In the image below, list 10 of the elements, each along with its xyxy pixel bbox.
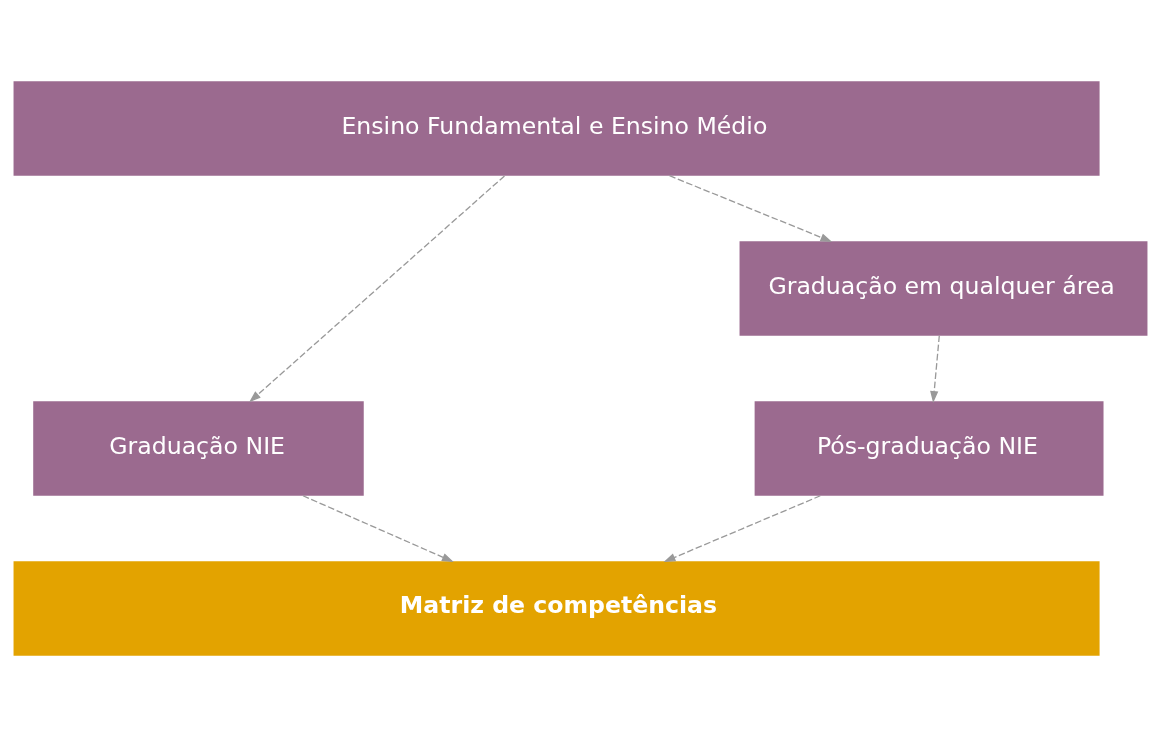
node-box: Graduação em qualquer área [739,240,1148,336]
arrow [668,174,833,242]
node-box: Ensino Fundamental e Ensino Médio [13,80,1100,176]
node-box: Matriz de competências [13,560,1100,656]
node-box: Graduação NIE [33,400,364,496]
arrow [930,334,940,403]
node-box: Pós-graduação NIE [754,400,1104,496]
arrow [302,494,454,562]
arrow [663,494,821,562]
arrow [249,174,506,402]
